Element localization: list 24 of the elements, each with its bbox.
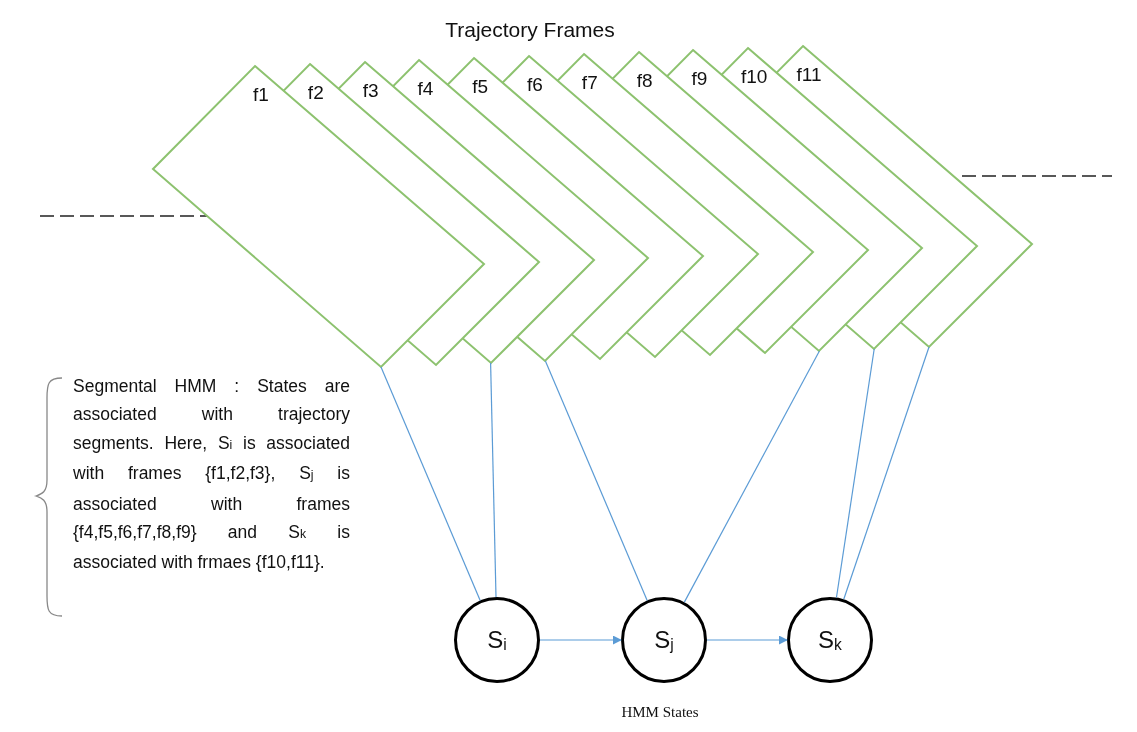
connector-line: [843, 346, 930, 600]
connector-line: [380, 366, 481, 601]
title: Trajectory Frames: [444, 18, 616, 42]
state-label: S$_{k}$: [818, 626, 842, 654]
frame-label: f3: [362, 80, 379, 102]
frame-label: f11: [796, 64, 822, 86]
frame-label: f4: [417, 78, 434, 100]
connector-line: [683, 350, 820, 603]
state-label: S$_{j}$: [654, 626, 674, 654]
connector-line: [835, 348, 875, 599]
frame-label: f7: [581, 72, 598, 94]
frame-label: f10: [741, 66, 768, 88]
frame-label: f9: [691, 68, 708, 90]
frame-label: f2: [307, 82, 324, 104]
arrow: [539, 635, 622, 645]
frame-label: f1: [253, 84, 269, 106]
arrow: [706, 635, 788, 645]
frame-label: f6: [527, 74, 543, 96]
state-label: S$_{i}$: [487, 626, 507, 654]
frame-label: f8: [636, 70, 653, 92]
connector-line: [490, 362, 497, 598]
connector-line: [544, 360, 648, 602]
caption-text: HMM States: [620, 704, 700, 721]
frame-label: f5: [472, 76, 489, 98]
